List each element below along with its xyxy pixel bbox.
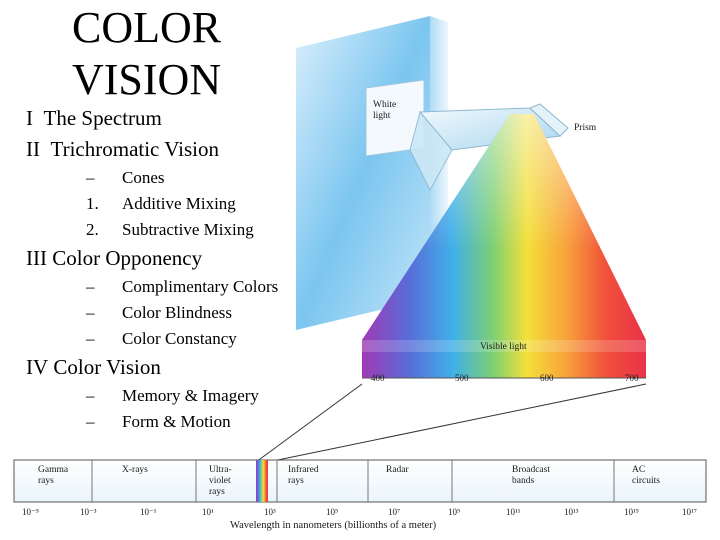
slide-title: COLOR VISION — [72, 2, 272, 106]
em-tick: 10¹¹ — [506, 507, 521, 517]
outline-subitem: –Memory & Imagery — [86, 386, 259, 405]
outline-subitem: –Color Constancy — [86, 329, 237, 348]
outline-subitem: 2.Subtractive Mixing — [86, 220, 254, 239]
band-broadcast-2: bands — [512, 476, 534, 486]
em-tick: 10¹⁵ — [624, 507, 639, 517]
prism-label: Prism — [574, 123, 597, 133]
em-tick: 10⁷ — [388, 507, 400, 517]
band-radar: Radar — [386, 465, 410, 475]
band-uv-3: rays — [209, 487, 225, 497]
visible-axis: 400 500 600 700 — [362, 373, 646, 383]
outline-list: I The Spectrum II Trichromatic Vision –C… — [26, 106, 326, 438]
band-broadcast-1: Broadcast — [512, 465, 550, 475]
em-tick: 10¹ — [202, 507, 214, 517]
em-tick: 10⁵ — [326, 507, 338, 517]
outline-item: I The Spectrum — [26, 106, 162, 130]
zoom-line-left — [255, 383, 363, 463]
band-infrared-1: Infrared — [288, 464, 319, 475]
outline-subitem: 1.Additive Mixing — [86, 194, 236, 213]
outline-subitem: –Form & Motion — [86, 412, 231, 431]
em-tick: 10⁹ — [448, 507, 460, 517]
band-xrays: X-rays — [122, 465, 148, 475]
outline-item: IV Color Vision — [26, 355, 161, 379]
band-infrared-2: rays — [288, 476, 304, 486]
outline-subitem: –Cones — [86, 168, 165, 187]
title-line-2: VISION — [72, 55, 222, 104]
band-uv-2: violet — [209, 476, 231, 486]
rainbow-fan: Visible light — [362, 114, 646, 378]
outline-item: II Trichromatic Vision — [26, 137, 219, 161]
em-tick: 10³ — [264, 507, 276, 517]
band-gamma-1: Gamma — [38, 465, 69, 475]
band-ac-1: AC — [632, 465, 645, 475]
band-ac-2: circuits — [632, 476, 660, 486]
visible-tick-700: 700 — [625, 373, 639, 383]
em-tick: 10¹⁷ — [682, 507, 697, 517]
visible-tick-500: 500 — [455, 373, 469, 383]
visible-tick-600: 600 — [540, 373, 554, 383]
visible-tick-400: 400 — [371, 373, 385, 383]
white-light-label-1: White — [373, 100, 396, 110]
outline-item: III Color Opponency — [26, 246, 203, 270]
zoom-line-right — [267, 383, 647, 463]
outline-subitem: –Color Blindness — [86, 303, 233, 322]
band-uv-1: Ultra- — [209, 465, 232, 475]
title-line-1: COLOR — [72, 3, 222, 52]
white-light-label-2: light — [373, 111, 391, 121]
em-spectrum-bar: Gamma rays X-rays Ultra- violet rays Inf… — [13, 459, 707, 503]
em-tick: 10⁻³ — [80, 507, 97, 517]
visible-light-label: Visible light — [480, 342, 527, 352]
outline-subitem: –Complimentary Colors — [86, 277, 279, 296]
em-tick: 10¹³ — [564, 507, 579, 517]
em-tick: 10⁻¹ — [140, 507, 157, 517]
em-axis: 10⁻⁵ 10⁻³ 10⁻¹ 10¹ 10³ 10⁵ 10⁷ 10⁹ 10¹¹ … — [22, 507, 697, 531]
em-tick: 10⁻⁵ — [22, 507, 39, 517]
band-gamma-2: rays — [38, 476, 54, 486]
visible-band — [256, 460, 268, 502]
em-axis-caption: Wavelength in nanometers (billionths of … — [230, 520, 437, 531]
